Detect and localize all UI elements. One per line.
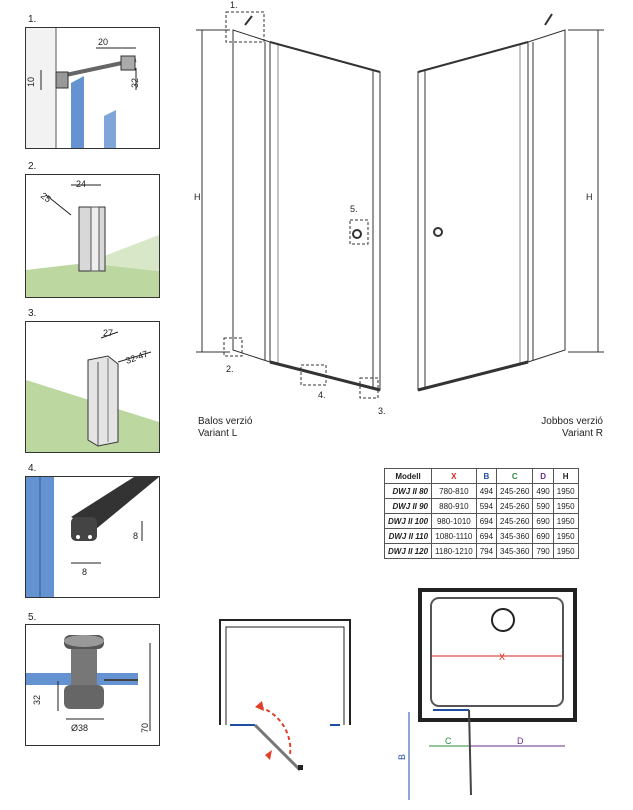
svg-text:8: 8	[82, 567, 87, 577]
dim-d-label: D	[517, 736, 524, 746]
dim-x-label: X	[499, 652, 505, 662]
detail-2-label: 2.	[28, 161, 37, 172]
table-cell: 245-260	[496, 498, 534, 514]
table-model-cell: DWJ II 110	[383, 528, 433, 544]
table-model-cell: DWJ II 90	[383, 498, 433, 514]
svg-text:32: 32	[32, 695, 42, 705]
plan-view-dimensions: X C D B	[397, 588, 577, 800]
callout-3: 3.	[378, 406, 386, 416]
table-header-cell: Modell	[383, 468, 433, 484]
table-cell: 694	[475, 513, 498, 529]
table-cell: 1180-1210	[431, 543, 477, 559]
plan-view-swing	[219, 619, 351, 772]
table-cell: 980-1010	[431, 513, 477, 529]
detail-4-bottom-seal: 8 8	[25, 476, 160, 598]
table-cell: 690	[532, 513, 554, 529]
svg-text:70: 70	[140, 723, 150, 733]
table-cell: 1950	[552, 498, 579, 514]
table-cell: 780-810	[431, 483, 477, 499]
table-cell: 694	[475, 528, 498, 544]
table-header-cell: D	[532, 468, 554, 484]
callout-5: 5.	[350, 204, 358, 214]
svg-text:24: 24	[76, 179, 86, 189]
detail-1-wall-bracket: 20 10 32	[25, 27, 160, 149]
table-header-cell: H	[552, 468, 579, 484]
table-cell: 794	[475, 543, 498, 559]
dim-c-label: C	[445, 736, 452, 746]
height-label-left: H	[194, 192, 201, 202]
svg-text:32-47: 32-47	[124, 349, 149, 366]
glass-panel	[71, 76, 84, 148]
table-cell: 1950	[552, 513, 579, 529]
elevation-drawing: 1. 2. 3. 4. 5. H H	[194, 0, 604, 416]
table-cell: 1080-1110	[431, 528, 477, 544]
table-header-cell: X	[431, 468, 477, 484]
callout-1: 1.	[230, 0, 238, 10]
table-cell: 345-360	[496, 543, 534, 559]
variant-right-caption: Jobbos verzió Variant R	[541, 416, 603, 439]
table-cell: 790	[532, 543, 554, 559]
detail-3-label: 3.	[28, 308, 37, 319]
detail-5-label: 5.	[28, 612, 37, 623]
detail-1-label: 1.	[28, 14, 37, 25]
svg-text:25: 25	[39, 190, 53, 204]
dim-b-label: B	[397, 754, 407, 760]
table-cell: 345-360	[496, 528, 534, 544]
detail-4-label: 4.	[28, 463, 37, 474]
table-cell: 690	[532, 528, 554, 544]
table-cell: 245-260	[496, 513, 534, 529]
right-variant-door	[417, 13, 604, 392]
door-knob	[352, 229, 362, 239]
svg-text:32: 32	[130, 78, 140, 88]
svg-text:27: 27	[103, 328, 113, 338]
callout-4: 4.	[318, 390, 326, 400]
table-cell: 594	[475, 498, 498, 514]
callout-2: 2.	[226, 364, 234, 374]
svg-text:10: 10	[26, 77, 36, 87]
svg-text:20: 20	[98, 37, 108, 47]
table-cell: 590	[532, 498, 554, 514]
table-cell: 490	[532, 483, 554, 499]
table-cell: 1950	[552, 483, 579, 499]
detail-5-door-knob: 32 Ø38 70	[25, 624, 160, 746]
table-cell: 880-910	[431, 498, 477, 514]
table-cell: 1950	[552, 543, 579, 559]
table-model-cell: DWJ II 80	[383, 483, 433, 499]
table-model-cell: DWJ II 100	[383, 513, 433, 529]
svg-text:Ø38: Ø38	[71, 723, 88, 733]
svg-text:8: 8	[133, 531, 138, 541]
table-model-cell: DWJ II 120	[383, 543, 433, 559]
height-label-right: H	[586, 192, 593, 202]
detail-3-door-profile: 27 32-47	[25, 321, 160, 453]
table-cell: 245-260	[496, 483, 534, 499]
table-cell: 494	[475, 483, 498, 499]
detail-2-wall-profile: 24 25	[25, 174, 160, 298]
left-variant-door	[196, 11, 381, 399]
variant-left-caption: Balos verzió Variant L	[198, 416, 253, 439]
table-header-cell: B	[475, 468, 498, 484]
table-header-cell: C	[496, 468, 534, 484]
table-cell: 1950	[552, 528, 579, 544]
